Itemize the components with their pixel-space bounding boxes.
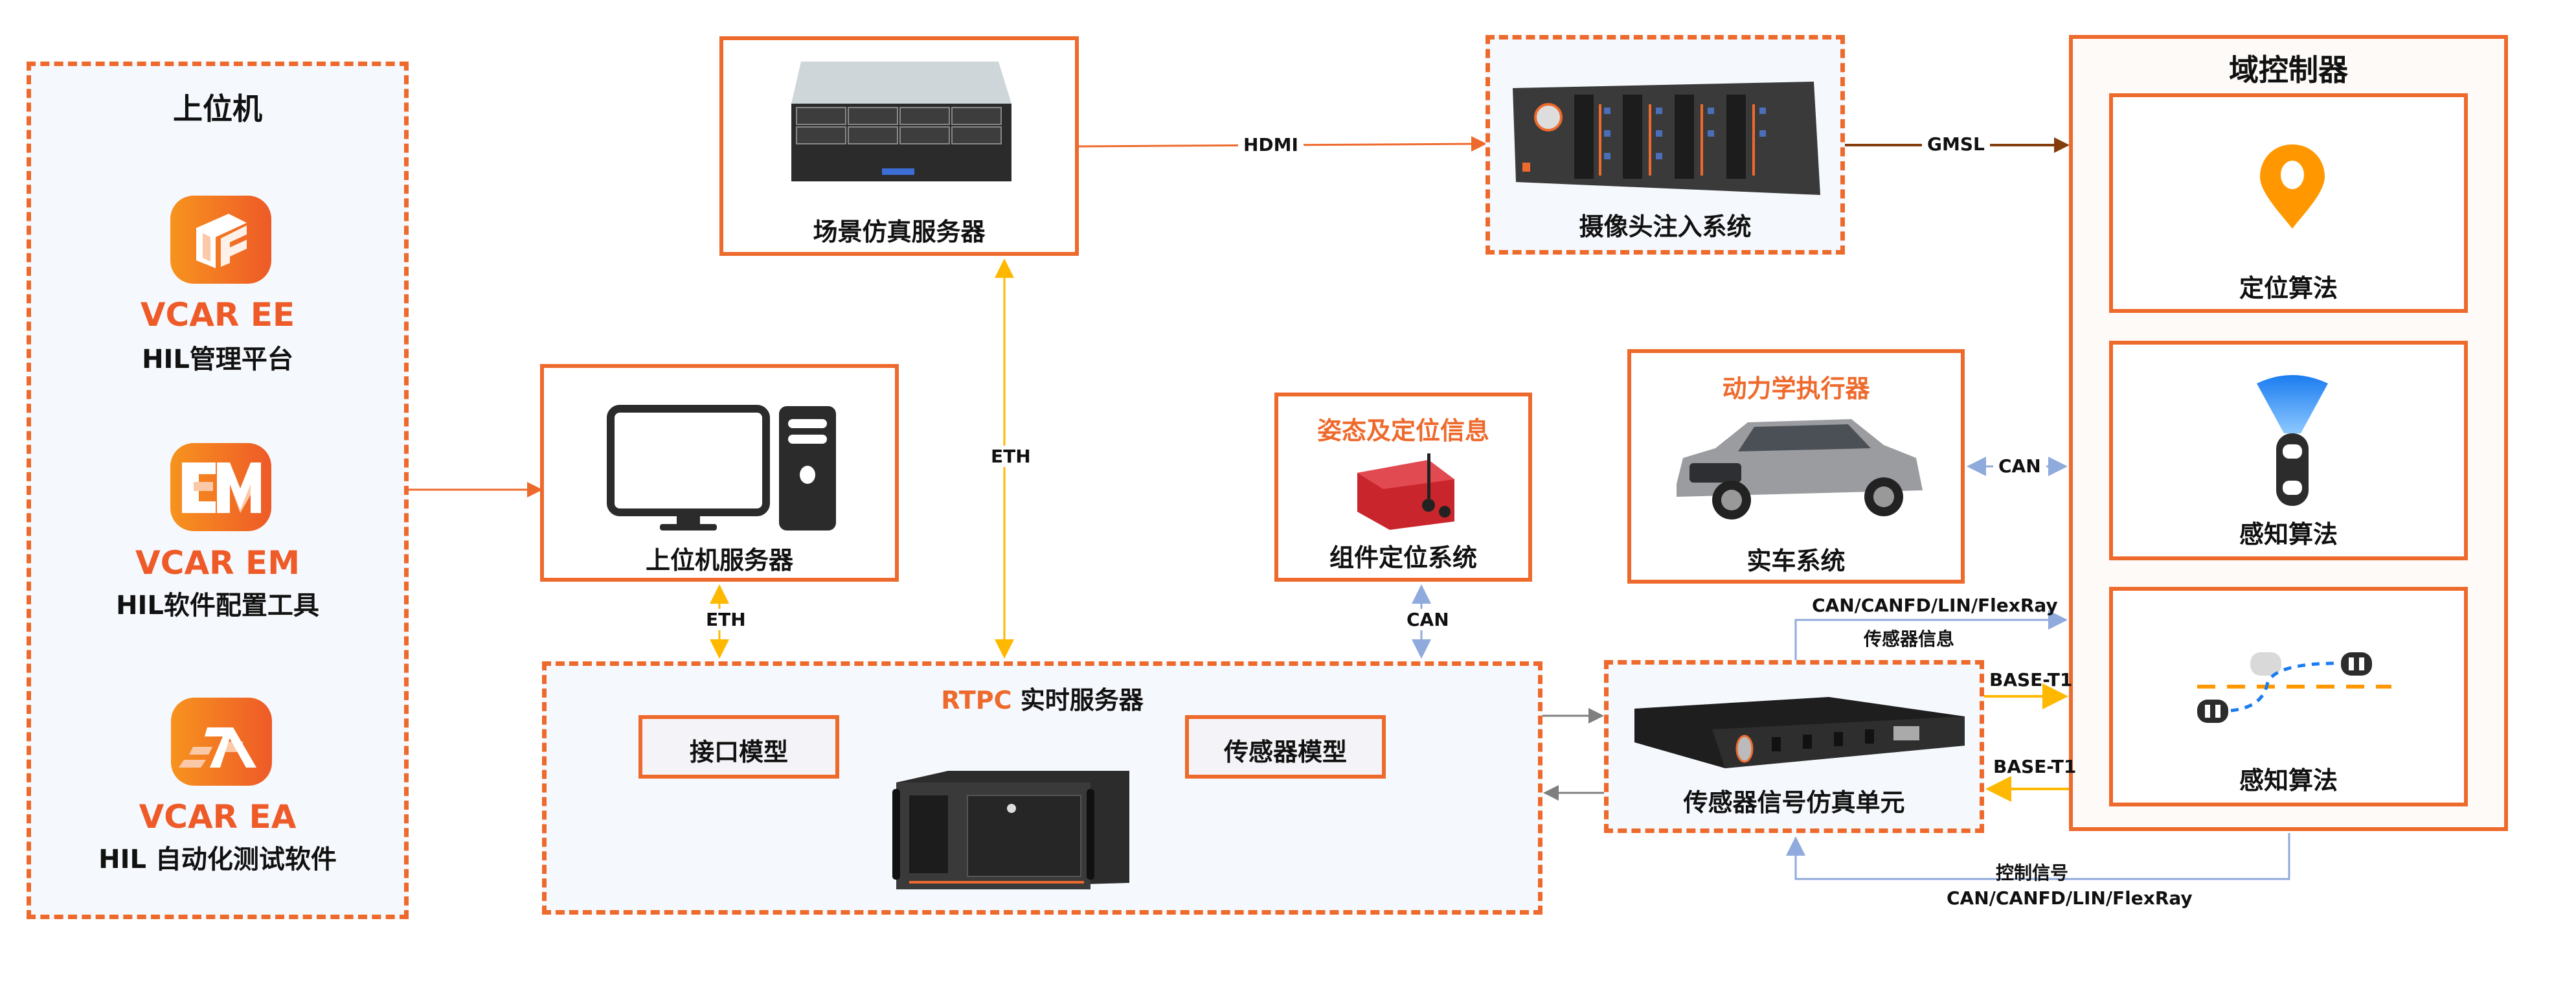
app-desc-vcar-em: HIL软件配置工具 [116, 591, 319, 621]
sensor-simulator-device-icon [1634, 697, 1965, 768]
domain-controller-box: 域控制器 定位算法 感知算法 感知算法 [2069, 35, 2508, 831]
sensor-model-label: 传感器模型 [1223, 738, 1347, 766]
sensor-info-label: 传感器信息 [1864, 628, 1955, 650]
perception-radar-icon [2257, 375, 2328, 506]
location-pin-icon [2260, 144, 2325, 229]
algorithm-label-lane-change: 感知算法 [2239, 766, 2338, 795]
control-bus-label: CAN/CANFD/LIN/FlexRay [1947, 887, 2193, 909]
algorithm-label-perception: 感知算法 [2239, 520, 2338, 549]
algorithm-label-localization: 定位算法 [2239, 274, 2338, 302]
camera-injector-device-icon [1513, 82, 1820, 195]
app-name-vcar-ea: VCAR EA [139, 798, 297, 836]
vehicle-title: 动力学执行器 [1722, 374, 1870, 403]
eth-scene-label: ETH [986, 446, 1036, 467]
algorithm-card-localization: 定位算法 [2109, 93, 2468, 313]
host-panel: 上位机 VCAR EE HIL管理平台 VCAR EM HIL软件配置工具 VC… [27, 62, 409, 919]
camera-injection-label: 摄像头注入系统 [1579, 212, 1752, 241]
can-pose-label: CAN [1401, 609, 1454, 630]
interface-model-box: 接口模型 [638, 715, 839, 779]
app-name-vcar-em: VCAR EM [135, 544, 300, 582]
host-server-box: 上位机服务器 [540, 364, 899, 582]
suv-car-icon [1677, 419, 1923, 519]
industrial-pc-icon [892, 771, 1129, 889]
control-signal-label: 控制信号 [1996, 862, 2069, 884]
algorithm-card-perception: 感知算法 [2109, 341, 2468, 560]
vcar-ee-logo-icon [170, 196, 271, 284]
algorithm-card-lane-change: 感知算法 [2109, 587, 2468, 806]
vehicle-label: 实车系统 [1746, 547, 1846, 575]
rack-server-icon [791, 62, 1011, 181]
eth-host-label: ETH [701, 609, 751, 630]
pose-system-box: 姿态及定位信息 组件定位系统 [1274, 393, 1532, 582]
domain-controller-title: 域控制器 [2229, 52, 2348, 87]
host-server-label: 上位机服务器 [645, 546, 793, 575]
can-vehicle-label: CAN [1993, 455, 2046, 477]
sensor-info-bus-label: CAN/CANFD/LIN/FlexRay [1812, 595, 2058, 616]
app-desc-vcar-ee: HIL管理平台 [142, 345, 293, 374]
rtpc-box: RTPC 实时服务器 接口模型 传感器模型 [542, 661, 1542, 915]
gmsl-label: GMSL [1922, 133, 1990, 155]
hdmi-label: HDMI [1238, 134, 1304, 155]
gnss-ins-device-icon [1357, 453, 1454, 530]
sensor-signal-unit-box: 传感器信号仿真单元 [1604, 660, 1984, 833]
pose-system-label: 组件定位系统 [1329, 543, 1477, 572]
vcar-em-logo-icon [170, 443, 271, 531]
scene-server-box: 场景仿真服务器 [719, 36, 1079, 256]
rtpc-title: RTPC 实时服务器 [547, 680, 1538, 716]
scene-server-label: 场景仿真服务器 [813, 218, 986, 246]
arrow-control-signal [1786, 833, 2290, 880]
pose-system-title: 姿态及定位信息 [1316, 417, 1489, 445]
vcar-ea-logo-icon [171, 698, 272, 786]
desktop-computer-icon [607, 405, 836, 531]
interface-model-label: 接口模型 [689, 738, 788, 766]
sensor-signal-unit-label: 传感器信号仿真单元 [1683, 788, 1905, 817]
app-name-vcar-ee: VCAR EE [140, 296, 295, 334]
base-t1-out-label: BASE-T1 [1989, 669, 2073, 691]
arrow-sensor-info [1794, 610, 2068, 660]
camera-injection-box: 摄像头注入系统 [1486, 35, 1845, 255]
base-t1-in-label: BASE-T1 [1993, 756, 2077, 777]
sensor-model-box: 传感器模型 [1185, 715, 1386, 779]
rtpc-title-accent: RTPC [941, 686, 1012, 714]
host-panel-title: 上位机 [173, 91, 262, 126]
lane-change-icon [2197, 652, 2391, 723]
vehicle-system-box: 动力学执行器 实车系统 [1627, 349, 1965, 584]
app-desc-vcar-ea: HIL 自动化测试软件 [98, 845, 337, 874]
rtpc-title-rest: 实时服务器 [1011, 686, 1144, 714]
